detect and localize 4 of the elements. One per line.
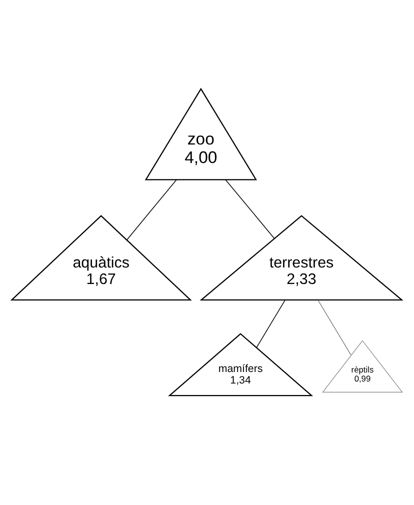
connector xyxy=(256,300,286,348)
connector xyxy=(126,179,177,240)
connector xyxy=(225,179,275,239)
connector xyxy=(318,300,352,356)
